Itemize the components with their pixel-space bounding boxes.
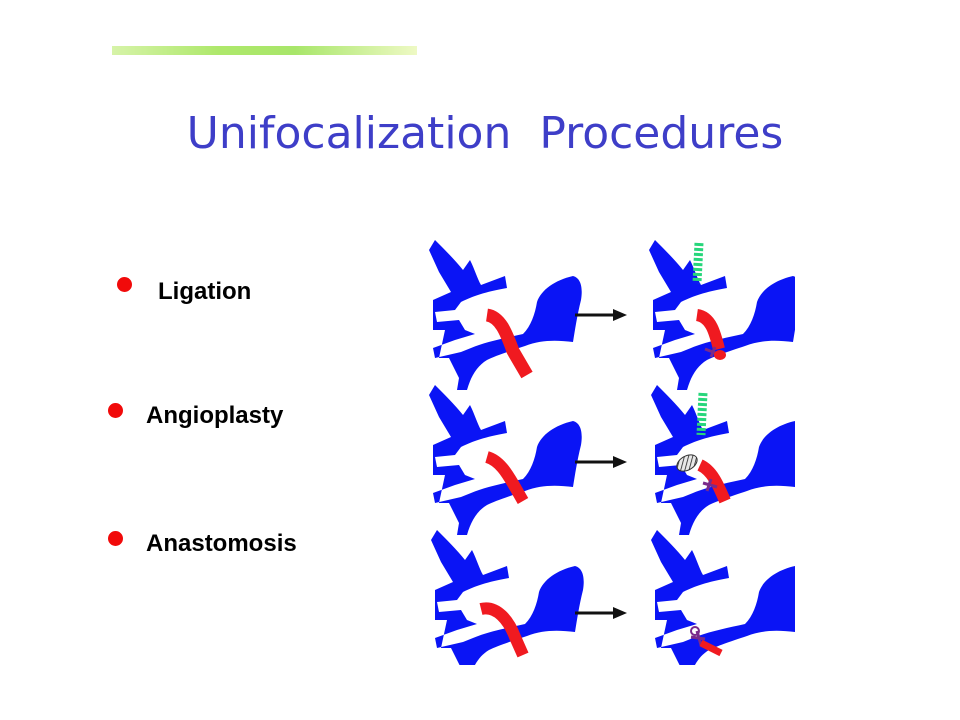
slide-title: Unifocalization Procedures: [186, 108, 784, 159]
bullet-dot-icon: [108, 402, 123, 418]
angioplasty-after: [651, 385, 795, 535]
bullet-label-anastomosis: Anastomosis: [146, 530, 297, 557]
bullet-dot-icon: [108, 530, 123, 546]
bullet-angioplasty: Angioplasty: [108, 402, 283, 430]
angioplasty-before: [429, 385, 582, 535]
arrow-icon: [575, 309, 627, 321]
bullet-ligation: Ligation: [117, 276, 252, 306]
arrow-icon: [575, 607, 627, 619]
anastomosis-before: [431, 530, 584, 665]
title-accent-bar: [112, 46, 417, 55]
bullet-label-angioplasty: Angioplasty: [146, 402, 284, 429]
arrow-icon: [575, 456, 627, 468]
anastomosis-after: [651, 530, 795, 665]
ligation-after: [649, 240, 795, 390]
unifocalization-diagram: [429, 240, 795, 665]
ligation-before: [429, 240, 582, 390]
bullet-dot-icon: [117, 276, 132, 292]
bullet-label-ligation: Ligation: [158, 278, 252, 305]
bullet-anastomosis: Anastomosis: [108, 530, 297, 558]
